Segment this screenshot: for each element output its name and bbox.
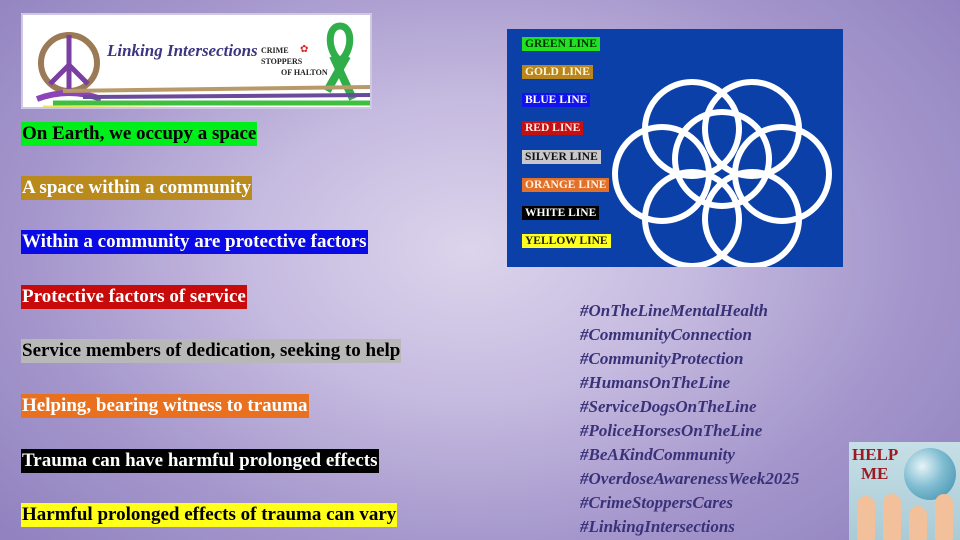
flag-label-white: WHITE LINE	[522, 206, 600, 220]
statement-2: A space within a community	[21, 176, 253, 200]
statement-6: Helping, bearing witness to trauma	[21, 394, 309, 418]
hashtag: #OverdoseAwarenessWeek2025	[580, 469, 800, 488]
help-me-text: HELP ME	[852, 445, 898, 483]
crime-stoppers-line: OF HALTON	[281, 68, 328, 77]
earth-flag: GREEN LINE GOLD LINE BLUE LINE RED LINE …	[507, 29, 843, 267]
statement-5: Service members of dedication, seeking t…	[21, 339, 402, 363]
hashtag: #BeAKindCommunity	[580, 445, 735, 464]
statement-8: Harmful prolonged effects of trauma can …	[21, 503, 398, 527]
green-ribbon-icon	[323, 22, 357, 101]
flag-label-red: RED LINE	[522, 121, 584, 135]
flag-label-blue: BLUE LINE	[522, 93, 591, 107]
maple-leaf-icon: ✿	[300, 44, 309, 55]
flag-label-silver: SILVER LINE	[522, 150, 601, 164]
hashtag: #PoliceHorsesOnTheLine	[580, 421, 763, 440]
statement-1: On Earth, we occupy a space	[21, 122, 258, 146]
help-text-line: HELP	[852, 445, 899, 464]
hashtag: #CommunityProtection	[580, 349, 744, 368]
hashtag: #ServiceDogsOnTheLine	[580, 397, 757, 416]
decorative-lines	[43, 85, 370, 107]
crime-stoppers-text: CRIME STOPPERS OF HALTON	[261, 45, 328, 78]
crime-stoppers-line: STOPPERS	[261, 57, 303, 66]
statement-4: Protective factors of service	[21, 285, 247, 309]
hashtag: #CommunityConnection	[580, 325, 752, 344]
logo-title: Linking Intersections	[107, 41, 258, 60]
hashtag: #HumansOnTheLine	[580, 373, 731, 392]
help-me-image: HELP ME	[849, 442, 960, 540]
help-text-line: ME	[861, 464, 889, 483]
hand-sign-icon	[883, 494, 901, 540]
hand-sign-icon	[857, 496, 875, 540]
flag-label-yellow: YELLOW LINE	[522, 234, 611, 248]
crime-stoppers-line: CRIME	[261, 46, 289, 55]
statement-7: Trauma can have harmful prolonged effect…	[21, 449, 379, 473]
interlinked-rings-icon	[612, 79, 832, 267]
flag-label-orange: ORANGE LINE	[522, 178, 610, 192]
hand-sign-icon	[935, 494, 953, 540]
flag-label-green: GREEN LINE	[522, 37, 600, 51]
hand-sign-icon	[909, 506, 927, 540]
statement-3: Within a community are protective factor…	[21, 230, 368, 254]
hashtag: #CrimeStoppersCares	[580, 493, 734, 512]
hashtag: #OnTheLineMentalHealth	[580, 301, 768, 320]
globe-icon	[904, 448, 956, 500]
hashtag: #LinkingIntersections	[580, 517, 735, 536]
hashtag-list: #OnTheLineMentalHealth #CommunityConnect…	[580, 299, 799, 539]
linking-intersections-logo: Linking Intersections CRIME STOPPERS OF …	[21, 13, 372, 109]
flag-label-gold: GOLD LINE	[522, 65, 593, 79]
